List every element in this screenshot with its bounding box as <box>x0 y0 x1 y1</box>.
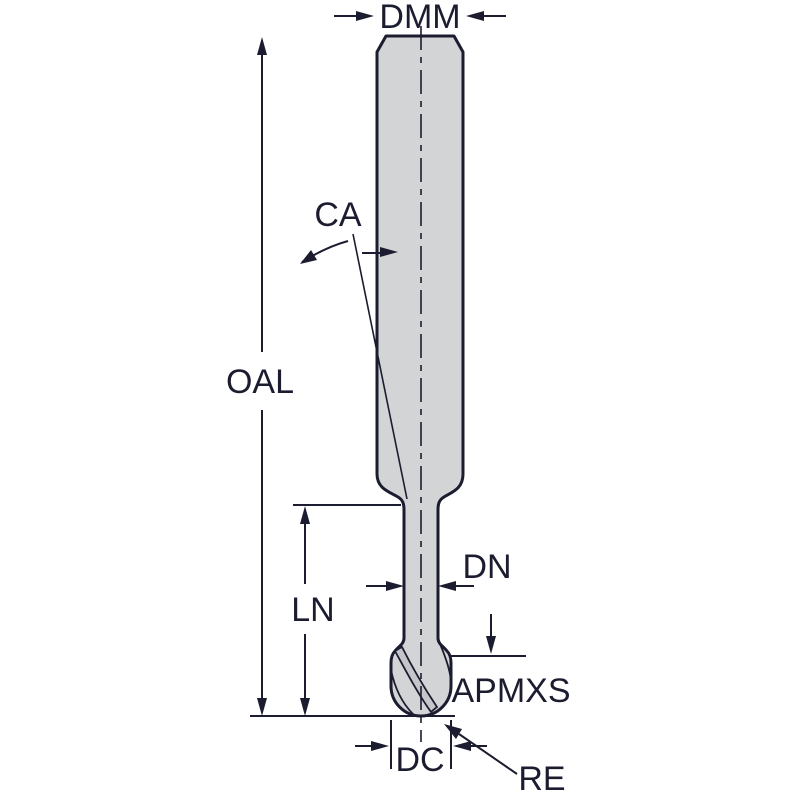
ca-arrowhead <box>380 247 398 257</box>
ball-nose-flute-edge-left <box>390 669 414 715</box>
dn-arrowhead-right <box>438 581 456 591</box>
ln-label: LN <box>291 591 334 629</box>
apmxs-arrowhead <box>486 636 496 654</box>
ca-arc-arrowhead <box>300 250 317 264</box>
dn-arrowhead-left <box>386 581 404 591</box>
ln-arrowhead-top <box>300 506 310 524</box>
ca-label: CA <box>314 196 362 234</box>
oal-label: OAL <box>226 363 294 401</box>
re-leader-line <box>458 733 518 775</box>
oal-arrowhead-bottom <box>257 698 267 716</box>
oal-arrowhead-top <box>257 37 267 55</box>
dc-arrowhead-right <box>453 741 471 751</box>
tool-body-silhouette <box>375 34 465 718</box>
ln-arrowhead-bottom <box>300 698 310 716</box>
ball-nose-flute-groove <box>393 645 439 714</box>
re-label: RE <box>518 760 565 798</box>
dmm-arrowhead-left <box>356 11 374 21</box>
ball-nose-flute-edge-right <box>439 643 452 682</box>
dc-arrowhead-left <box>371 741 389 751</box>
ca-taper-extension-line <box>352 233 408 500</box>
dmm-arrowhead-right <box>466 11 484 21</box>
dn-label: DN <box>462 548 511 586</box>
dc-label: DC <box>395 741 444 779</box>
apmxs-label: APMXS <box>451 672 570 710</box>
dmm-label: DMM <box>379 0 460 36</box>
re-arrowhead <box>444 724 462 739</box>
